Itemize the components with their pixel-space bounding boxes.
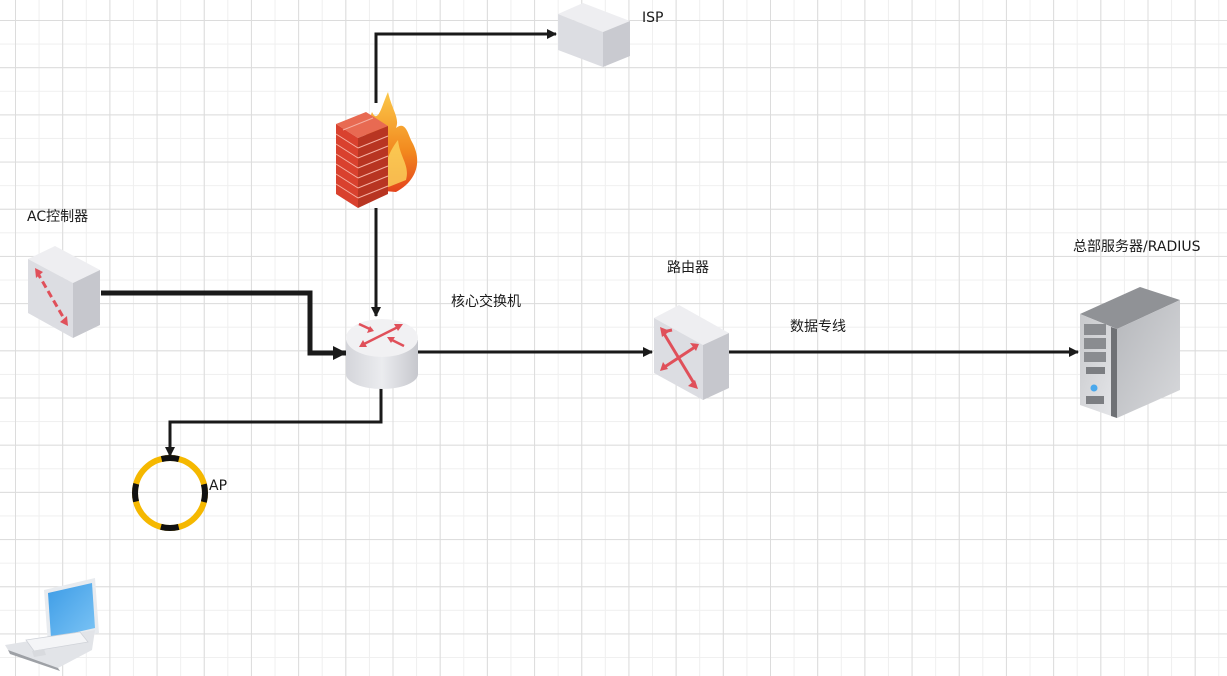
dedicated-line-label: 数据专线 xyxy=(790,319,846,335)
ac-controller-label: AC控制器 xyxy=(27,209,89,225)
isp-label: ISP xyxy=(642,10,664,26)
router-icon[interactable] xyxy=(654,305,729,400)
laptop-icon[interactable] xyxy=(5,578,99,671)
core-switch-icon[interactable] xyxy=(346,319,418,389)
edge-core-ap[interactable] xyxy=(165,388,383,457)
ap-label: AP xyxy=(209,478,228,494)
edge-ac-core[interactable] xyxy=(101,290,347,360)
access-point-icon[interactable] xyxy=(132,455,208,531)
isp-node-icon[interactable] xyxy=(558,3,630,67)
core-switch-label: 核心交换机 xyxy=(451,294,521,310)
ac-controller-icon[interactable] xyxy=(28,246,100,338)
edge-firewall-isp[interactable] xyxy=(374,29,557,103)
server-label: 总部服务器/RADIUS xyxy=(1073,239,1201,255)
server-icon[interactable] xyxy=(1080,287,1180,418)
router-label: 路由器 xyxy=(667,260,709,276)
firewall-icon[interactable] xyxy=(335,92,418,208)
